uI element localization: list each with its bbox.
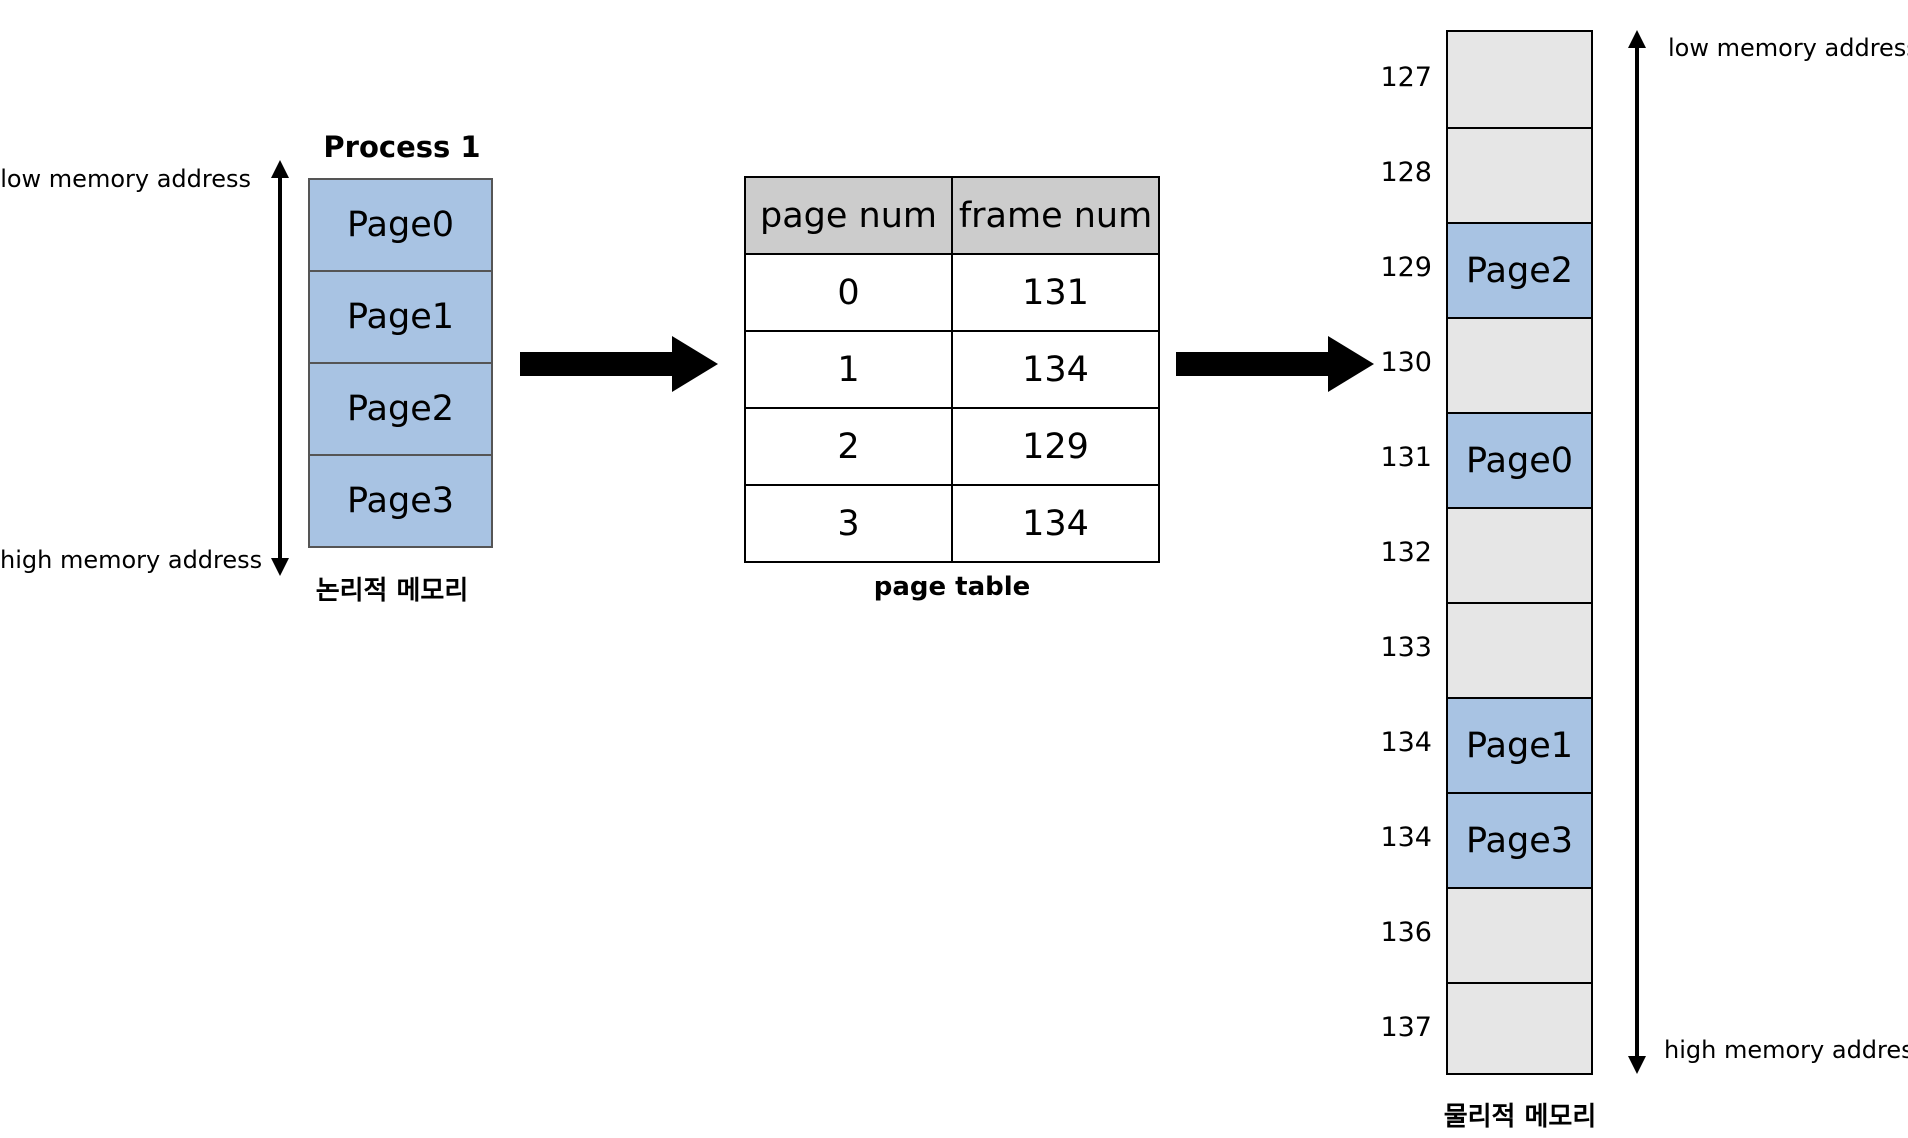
logical-page-1: Page1 xyxy=(310,272,491,364)
logical-page-0-label: Page0 xyxy=(347,205,454,245)
frame-num-cell: 131 xyxy=(951,253,1160,332)
frame-num-cell: 134 xyxy=(951,484,1160,563)
frame-132 xyxy=(1448,507,1591,602)
logical-page-3-label: Page3 xyxy=(347,481,454,521)
frame-address-134a: 134 xyxy=(1380,727,1432,758)
frame-134a: Page1 xyxy=(1448,697,1591,792)
logical-page-3: Page3 xyxy=(310,456,491,546)
frame-134a-content: Page1 xyxy=(1466,725,1573,766)
frame-134b: Page3 xyxy=(1448,792,1591,887)
frame-address-132: 132 xyxy=(1380,537,1432,568)
logical-page-2-label: Page2 xyxy=(347,389,454,429)
page-table: page num frame num 0 131 1 134 2 129 3 1… xyxy=(744,176,1160,563)
logical-high-address-label: high memory address xyxy=(0,546,263,574)
frame-134b-content: Page3 xyxy=(1466,820,1573,861)
table-row: 3 134 xyxy=(744,484,1160,563)
page-table-header-page-num: page num xyxy=(744,176,953,255)
logical-page-1-label: Page1 xyxy=(347,297,454,337)
logical-page-2: Page2 xyxy=(310,364,491,456)
page-num-cell: 3 xyxy=(744,484,953,563)
frame-127 xyxy=(1448,32,1591,127)
logical-memory-block: Page0 Page1 Page2 Page3 xyxy=(308,178,493,548)
page-table-header-frame-num: frame num xyxy=(951,176,1160,255)
logical-memory-caption: 논리적 메모리 xyxy=(315,576,469,606)
frame-address-134b: 134 xyxy=(1380,822,1432,853)
frame-133 xyxy=(1448,602,1591,697)
table-row: 2 129 xyxy=(744,407,1160,486)
frame-131: Page0 xyxy=(1448,412,1591,507)
frame-128 xyxy=(1448,127,1591,222)
page-table-header-row: page num frame num xyxy=(744,176,1160,255)
frame-num-cell: 129 xyxy=(951,407,1160,486)
frame-num-cell: 134 xyxy=(951,330,1160,409)
frame-address-137: 137 xyxy=(1380,1012,1432,1043)
arrow-table-to-physical xyxy=(1176,336,1374,392)
frame-address-131: 131 xyxy=(1380,442,1432,473)
physical-address-arrow xyxy=(1628,30,1646,1074)
arrow-logical-to-table xyxy=(520,336,718,392)
page-num-cell: 2 xyxy=(744,407,953,486)
logical-page-0: Page0 xyxy=(310,180,491,272)
table-row: 1 134 xyxy=(744,330,1160,409)
page-num-cell: 0 xyxy=(744,253,953,332)
frame-address-136: 136 xyxy=(1380,917,1432,948)
frame-address-129: 129 xyxy=(1380,252,1432,283)
process-title: Process 1 xyxy=(323,130,481,164)
frame-address-133: 133 xyxy=(1380,632,1432,663)
frame-131-content: Page0 xyxy=(1466,440,1573,481)
frame-129-content: Page2 xyxy=(1466,250,1573,291)
frame-address-130: 130 xyxy=(1380,347,1432,378)
frame-136 xyxy=(1448,887,1591,982)
physical-memory-block: Page2 Page0 Page1 Page3 xyxy=(1446,30,1593,1075)
physical-high-address-label: high memory address xyxy=(1664,1036,1908,1064)
frame-address-128: 128 xyxy=(1380,157,1432,188)
physical-low-address-label: low memory address xyxy=(1668,34,1908,62)
physical-memory-caption: 물리적 메모리 xyxy=(1443,1102,1597,1132)
page-num-cell: 1 xyxy=(744,330,953,409)
frame-129: Page2 xyxy=(1448,222,1591,317)
logical-address-arrow xyxy=(271,160,289,576)
logical-low-address-label: low memory address xyxy=(0,165,251,193)
page-table-caption: page table xyxy=(873,572,1031,602)
frame-137 xyxy=(1448,982,1591,1073)
table-row: 0 131 xyxy=(744,253,1160,332)
frame-address-127: 127 xyxy=(1380,62,1432,93)
frame-130 xyxy=(1448,317,1591,412)
